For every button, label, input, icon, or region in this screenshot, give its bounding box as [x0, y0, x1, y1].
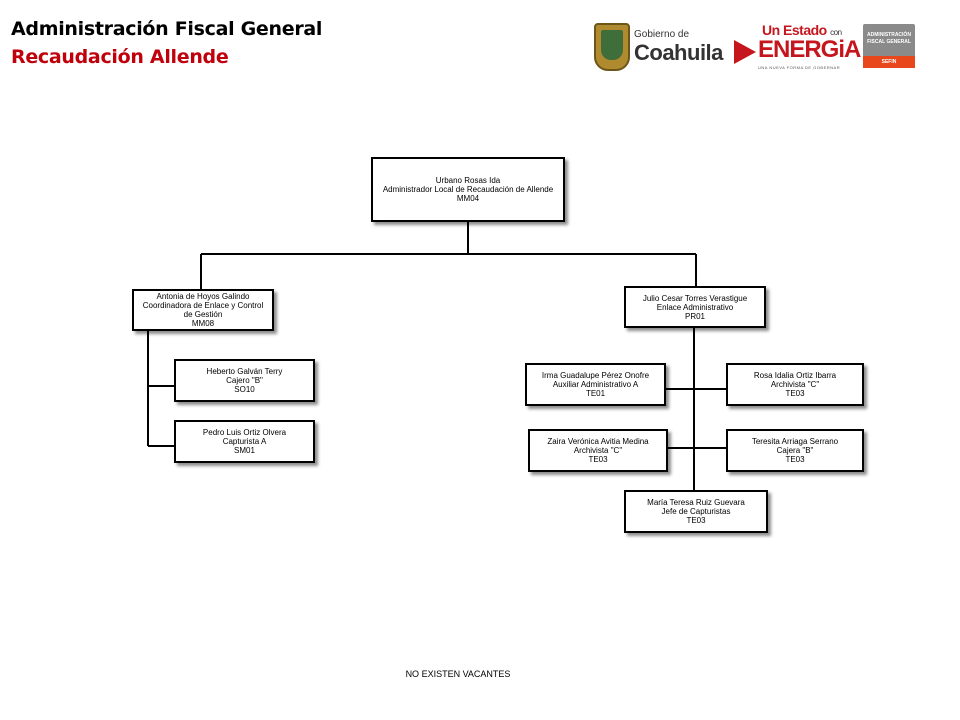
org-box-admin-assistant: Irma Guadalupe Pérez Onofre Auxiliar Adm…: [525, 363, 666, 406]
person-name: Rosa Idalia Ortiz Ibarra: [753, 371, 837, 380]
org-box-capture-chief: María Teresa Ruiz Guevara Jefe de Captur…: [624, 490, 768, 533]
person-role: Administrador Local de Recaudación de Al…: [382, 185, 554, 194]
person-name: Pedro Luis Ortiz Olvera: [202, 428, 287, 437]
position-code: TE03: [785, 455, 805, 464]
person-role: Cajero "B": [226, 376, 263, 385]
person-role: Capturista A: [222, 437, 267, 446]
person-name: Antonia de Hoyos Galindo: [156, 292, 250, 301]
org-box-cashier-1: Heberto Galván Terry Cajero "B" SO10: [174, 359, 315, 402]
person-role: Archivista "C": [573, 446, 623, 455]
person-role: Cajera "B": [776, 446, 814, 455]
position-code: TE01: [585, 389, 606, 398]
vacancies-note: NO EXISTEN VACANTES: [405, 669, 511, 679]
position-code: MM04: [456, 194, 480, 203]
energia-logo-subtext: UNA NUEVA FORMA DE GOBERNAR: [758, 65, 841, 70]
org-box-capturist: Pedro Luis Ortiz Olvera Capturista A SM0…: [174, 420, 315, 463]
org-box-liaison: Julio Cesar Torres Verastigue Enlace Adm…: [624, 286, 766, 328]
person-role: Enlace Administrativo: [656, 302, 734, 312]
person-name: Urbano Rosas Ida: [435, 176, 501, 185]
org-box-coordinator: Antonia de Hoyos Galindo Coordinadora de…: [132, 289, 274, 331]
person-name: Teresita Arriaga Serrano: [751, 437, 839, 446]
org-box-cashier-2: Teresita Arriaga Serrano Cajera "B" TE03: [726, 429, 864, 472]
afg-logo: ADMINISTRACIÓN FISCAL GENERAL SEFIN: [863, 24, 915, 68]
org-box-archivist-2: Zaira Verónica Avitia Medina Archivista …: [528, 429, 668, 472]
person-role: Archivista "C": [770, 380, 820, 389]
org-box-director: Urbano Rosas Ida Administrador Local de …: [371, 157, 565, 222]
logos-area: Gobierno de Coahuila Un Estado con ENERG…: [590, 20, 920, 76]
person-role: Coordinadora de Enlace y Control de Gest…: [142, 301, 264, 319]
person-role: Auxiliar Administrativo A: [552, 380, 639, 389]
person-name: Julio Cesar Torres Verastigue: [642, 293, 748, 303]
person-name: Heberto Galván Terry: [206, 367, 283, 376]
energia-logo-big-text: ENERGiA: [758, 36, 861, 63]
position-code: MM08: [191, 319, 215, 328]
arrow-icon: [734, 40, 756, 64]
org-box-archivist-1: Rosa Idalia Ortiz Ibarra Archivista "C" …: [726, 363, 864, 406]
position-code: SO10: [234, 385, 255, 394]
coahuila-logo-big-text: Coahuila: [634, 40, 723, 65]
position-code: TE03: [686, 516, 706, 525]
energia-logo-top: Un Estado con: [762, 22, 842, 38]
page-subtitle: Recaudación Allende: [11, 46, 229, 68]
position-code: TE03: [588, 455, 608, 464]
position-code: SM01: [234, 446, 255, 455]
energia-logo: Un Estado con ENERGiA UNA NUEVA FORMA DE…: [732, 22, 861, 74]
position-code: PR01: [684, 311, 705, 321]
coat-of-arms-icon: [594, 23, 630, 71]
person-role: Jefe de Capturistas: [661, 507, 731, 516]
position-code: TE03: [785, 389, 805, 398]
person-name: María Teresa Ruiz Guevara: [647, 498, 745, 507]
person-name: Irma Guadalupe Pérez Onofre: [541, 371, 650, 380]
person-name: Zaira Verónica Avitia Medina: [547, 437, 649, 446]
page-title: Administración Fiscal General: [11, 18, 323, 40]
coahuila-logo: Gobierno de Coahuila: [594, 23, 724, 73]
coahuila-logo-small-text: Gobierno de: [634, 29, 690, 40]
